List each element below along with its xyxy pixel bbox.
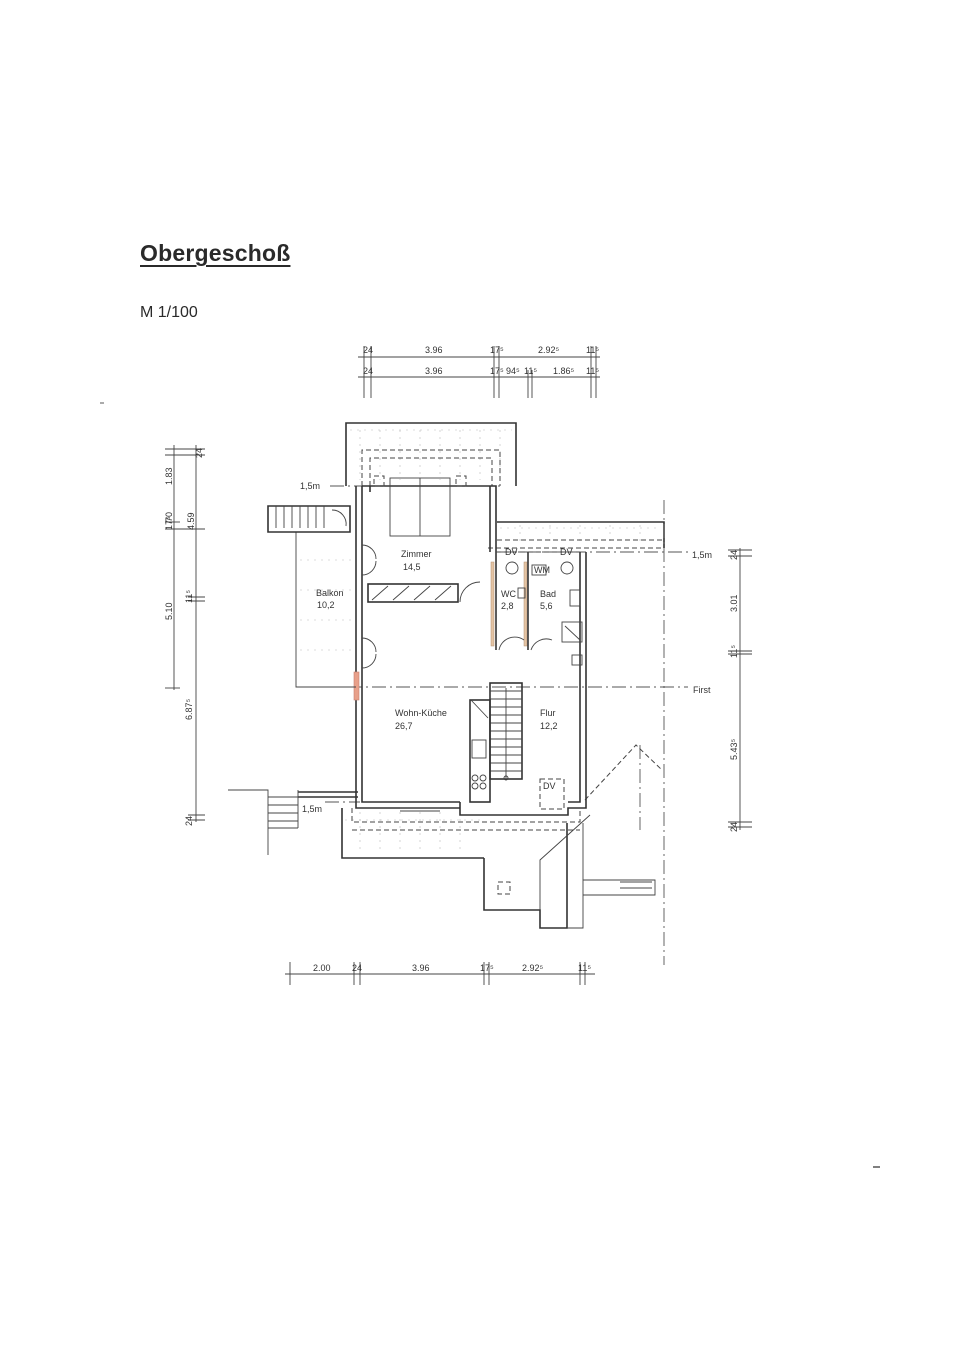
- wardrobe: [367, 581, 481, 603]
- kitchen-counter: [469, 699, 491, 803]
- dim-left-1: 70: [164, 512, 174, 522]
- dim-bottom-3: 17⁵: [480, 963, 494, 973]
- dim-left-4: 24: [184, 816, 194, 826]
- dim-top2-1: 3.96: [425, 366, 443, 376]
- room-bad-name: Bad: [540, 589, 556, 599]
- room-bad-area: 5,6: [540, 601, 553, 611]
- roof-height-bottom-label: 1,5m: [302, 804, 322, 814]
- dv-shaft-flur: [539, 778, 565, 810]
- shaft-icon: [571, 654, 583, 666]
- dim-bottom-1: 24: [352, 963, 362, 973]
- dim-left-inner-1: 4.59: [186, 512, 196, 530]
- kitchen-sink-icon: [471, 739, 487, 759]
- dim-left-0: 1.83: [164, 467, 174, 485]
- room-wohnkueche-area: 26,7: [395, 721, 413, 731]
- room-flur-name: Flur: [540, 708, 556, 718]
- dim-left-inner-3: 17⁵: [164, 516, 174, 530]
- toilet-icon: [505, 561, 519, 575]
- exterior-stair: [228, 789, 358, 855]
- dv-label-flur: DV: [543, 781, 556, 791]
- wall-insulation-marker-bad: [523, 561, 528, 647]
- room-zimmer-area: 14,5: [403, 562, 421, 572]
- dim-top1-2: 17⁵: [490, 345, 504, 355]
- dv-label-wc: DV: [505, 547, 518, 557]
- dim-bottom-5: 11⁵: [578, 963, 591, 973]
- dim-right-0: 24: [729, 550, 739, 560]
- dim-top1-1: 3.96: [425, 345, 443, 355]
- page-title: Obergeschoß: [140, 240, 291, 266]
- dim-top1-0: 24: [363, 345, 373, 355]
- balcony: [267, 505, 356, 688]
- dim-bottom-2: 3.96: [412, 963, 430, 973]
- dim-top2-6: 11⁵: [586, 366, 599, 376]
- stove-burner: [479, 774, 487, 782]
- ridge-label: First: [693, 685, 711, 695]
- dim-left-inner-0: 24: [194, 448, 204, 458]
- chimney-marker: [497, 881, 511, 895]
- dim-bottom-4: 2.92⁵: [522, 963, 544, 973]
- roof-height-right-label: 1,5m: [692, 550, 712, 560]
- wc-sink-icon: [517, 587, 526, 599]
- stove-burner: [471, 782, 479, 790]
- dim-left-3: 6.87⁵: [184, 698, 194, 720]
- room-wc-name: WC: [501, 589, 516, 599]
- balcony-doors: [361, 544, 377, 669]
- dormer-outline: [584, 744, 663, 801]
- dim-top1-3: 2.92⁵: [538, 345, 560, 355]
- dim-top2-4: 11⁵: [524, 366, 537, 376]
- dv-label-bad: DV: [560, 547, 573, 557]
- bed-icon: [373, 475, 467, 537]
- room-wc-area: 2,8: [501, 601, 514, 611]
- dim-right-1: 3.01: [729, 594, 739, 612]
- bathrooms: DV DV WM: [495, 547, 583, 666]
- staircase: [489, 682, 523, 781]
- roof-height-top-label: 1,5m: [300, 481, 320, 491]
- room-labels: Zimmer 14,5 Balkon 10,2 WC 2,8 Bad 5,6 W…: [316, 549, 558, 731]
- roof-outline: [341, 422, 665, 929]
- dim-top2-3: 94⁵: [506, 366, 520, 376]
- dim-top2-0: 24: [363, 366, 373, 376]
- top-dimension-chain: 24 3.96 17⁵ 2.92⁵ 11⁵ 24 3.96 17⁵ 94⁵ 11…: [358, 345, 600, 398]
- dim-right-3: 5.43⁵: [729, 738, 739, 760]
- dim-top2-5: 1.86⁵: [553, 366, 575, 376]
- room-zimmer-name: Zimmer: [401, 549, 432, 559]
- toilet-icon: [560, 561, 574, 575]
- stove-burner: [479, 782, 487, 790]
- exterior-walls: [355, 485, 587, 816]
- wm-label: WM: [534, 565, 550, 575]
- scale-label: M 1/100: [140, 304, 198, 321]
- room-flur-area: 12,2: [540, 721, 558, 731]
- bottom-dimension-chain: 2.00 24 3.96 17⁵ 2.92⁵ 11⁵: [285, 962, 595, 985]
- wall-insulation-marker-wc: [490, 561, 495, 647]
- dim-left-inner-2: 11⁵: [184, 590, 194, 603]
- left-dimension-chain: 1.83 70 5.10 6.87⁵ 24 24 4.59 11⁵ 17⁵: [164, 445, 205, 826]
- bath-sink-icon: [569, 589, 581, 607]
- room-balkon-area: 10,2: [317, 600, 335, 610]
- stove-burner: [471, 774, 479, 782]
- wall-insulation-marker: [353, 671, 360, 701]
- dim-top1-4: 11⁵: [586, 345, 599, 355]
- dim-left-2: 5.10: [164, 602, 174, 620]
- dim-right-4: 24: [729, 822, 739, 832]
- shower-icon: [561, 621, 583, 643]
- dim-right-2: 11⁵: [729, 645, 739, 658]
- dim-bottom-0: 2.00: [313, 963, 331, 973]
- dim-top2-2: 17⁵: [490, 366, 504, 376]
- room-balkon-name: Balkon: [316, 588, 344, 598]
- room-wohnkueche-name: Wohn-Küche: [395, 708, 447, 718]
- right-dimension-chain: 24 3.01 11⁵ 5.43⁵ 24: [728, 548, 752, 832]
- washing-machine: [531, 564, 547, 576]
